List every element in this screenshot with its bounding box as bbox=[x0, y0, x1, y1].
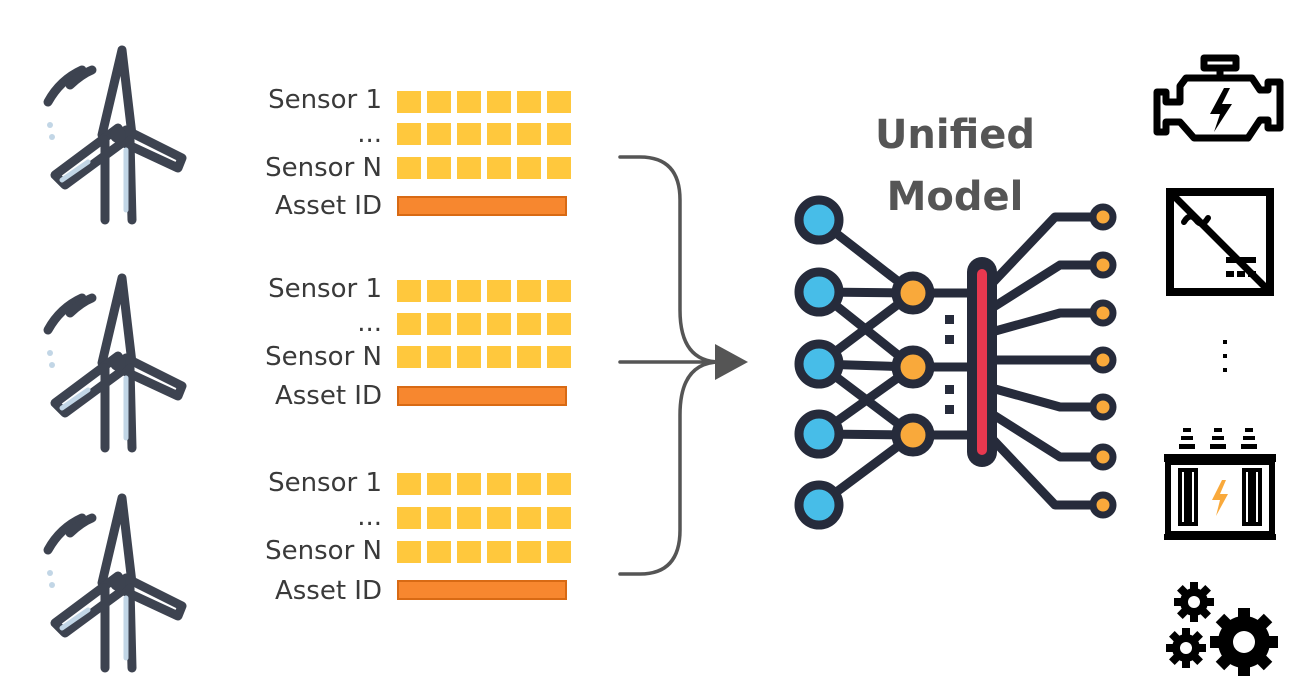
sensor-row bbox=[397, 157, 571, 179]
sensor-first-label: Sensor 1 bbox=[268, 274, 382, 304]
asset-id-label: Asset ID bbox=[274, 381, 382, 411]
asset-id-label: Asset ID bbox=[274, 576, 382, 606]
wind-turbine-icon bbox=[43, 493, 187, 673]
asset-id-label: Asset ID bbox=[274, 191, 382, 221]
sensor-ellipsis-label: ... bbox=[357, 308, 382, 338]
sensor-ellipsis-label: ... bbox=[357, 502, 382, 532]
gears-icon bbox=[1166, 582, 1278, 676]
sensor-row bbox=[397, 313, 571, 335]
sensor-first-label: Sensor 1 bbox=[268, 85, 382, 115]
asset-id-bar bbox=[397, 580, 567, 600]
sensor-last-label: Sensor N bbox=[265, 536, 382, 566]
asset-id-bar bbox=[397, 386, 567, 406]
sensor-last-label: Sensor N bbox=[265, 153, 382, 183]
model-title-line2: Model bbox=[886, 174, 1024, 220]
sensor-row bbox=[397, 473, 571, 495]
sensor-last-label: Sensor N bbox=[265, 342, 382, 372]
sensor-first-label: Sensor 1 bbox=[268, 468, 382, 498]
sensor-row bbox=[397, 280, 571, 302]
asset-id-bar bbox=[397, 196, 567, 216]
sensor-row bbox=[397, 346, 571, 368]
inverter-icon bbox=[1166, 188, 1274, 296]
engine-icon bbox=[1153, 54, 1284, 142]
sensor-row bbox=[397, 123, 571, 145]
wind-turbine-icon bbox=[43, 273, 187, 453]
vertical-ellipsis-icon bbox=[1223, 340, 1227, 372]
transformer-icon bbox=[1164, 428, 1276, 540]
sensor-row bbox=[397, 91, 571, 113]
sensor-row bbox=[397, 541, 571, 563]
neural-network-icon bbox=[794, 195, 1117, 530]
model-title-line1: Unified bbox=[874, 112, 1036, 158]
sensor-row bbox=[397, 507, 571, 529]
wind-turbine-icon bbox=[43, 45, 187, 225]
sensor-ellipsis-label: ... bbox=[357, 119, 382, 149]
merge-brace-arrow bbox=[618, 155, 748, 576]
